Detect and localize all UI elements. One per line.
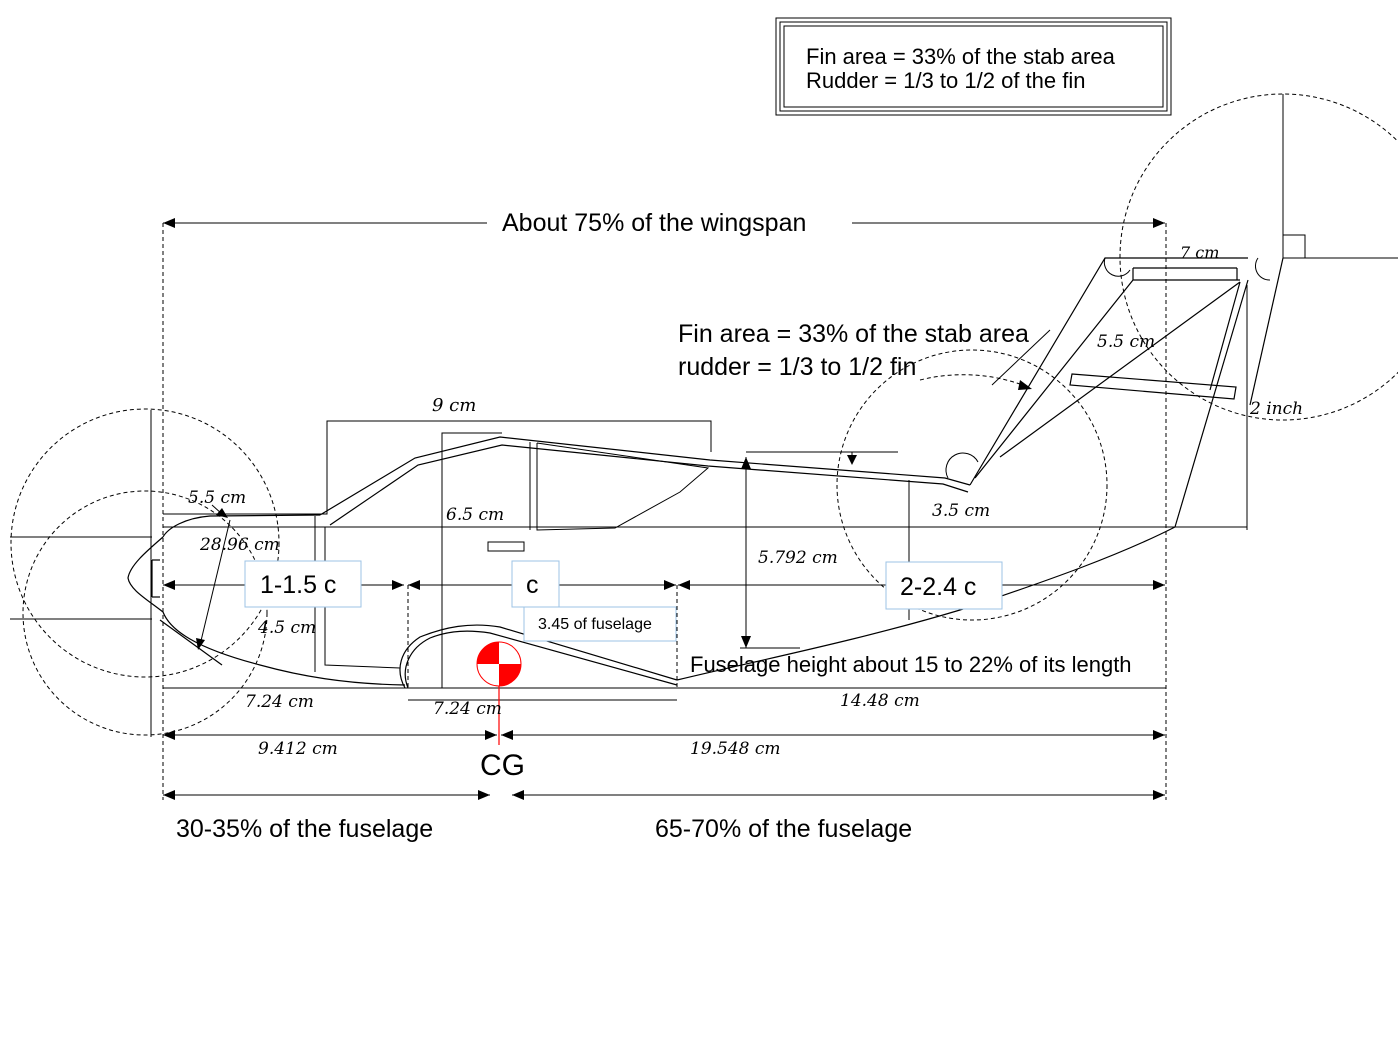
tail-section-label: 2-2.4 c bbox=[900, 573, 976, 601]
construction-circles bbox=[10, 93, 1398, 736]
fuselage-outline bbox=[127, 94, 1398, 689]
fuselage-height-note: Fuselage height about 15 to 22% of its l… bbox=[690, 652, 1132, 677]
tail-bottom-measure: 14.48 cm bbox=[840, 691, 920, 711]
note-box: Fin area = 33% of the stab area Rudder =… bbox=[775, 17, 1172, 116]
fin-note-line-1: Fin area = 33% of the stab area bbox=[678, 320, 1029, 348]
rear-percent-label: 65-70% of the fuselage bbox=[655, 815, 912, 843]
fin-note-line-2: rudder = 1/3 to 1/2 fin bbox=[678, 353, 916, 381]
nose-low-measure: 4.5 cm bbox=[257, 618, 316, 638]
fin-top-measure: 7 cm bbox=[1180, 243, 1219, 262]
nose-radius-measure: 28.96 cm bbox=[199, 535, 280, 555]
wing-height-measure: 6.5 cm bbox=[446, 505, 504, 525]
fin-side-measure: 5.5 cm bbox=[1097, 332, 1155, 352]
cg-label: CG bbox=[480, 749, 525, 782]
wing-bottom-measure: 7.24 cm bbox=[433, 699, 502, 719]
canopy-top-measure: 9 cm bbox=[432, 395, 476, 416]
nose-section-label: 1-1.5 c bbox=[260, 571, 336, 599]
wingspan-label: About 75% of the wingspan bbox=[502, 209, 806, 237]
wingspan-dimension: About 75% of the wingspan bbox=[163, 209, 1165, 237]
tail-width-measure: 3.5 cm bbox=[932, 501, 990, 521]
nose-top-measure: 5.5 cm bbox=[188, 488, 246, 508]
wing-chord-label: c bbox=[526, 571, 539, 599]
nose-bottom-measure: 7.24 cm bbox=[245, 692, 314, 712]
reference-lines bbox=[10, 285, 1248, 737]
note-line-2: Rudder = 1/3 to 1/2 of the fin bbox=[806, 68, 1085, 93]
fuselage-height-measure: 5.792 cm bbox=[758, 548, 838, 568]
front-percent-label: 30-35% of the fuselage bbox=[176, 815, 433, 843]
rudder-measure: 2 inch bbox=[1249, 399, 1303, 419]
fuselage-height-dimension bbox=[740, 457, 800, 649]
cg-dimensions: CG 30-35% of the fuselage 65-70% of the … bbox=[163, 730, 1165, 843]
note-line-1: Fin area = 33% of the stab area bbox=[806, 44, 1116, 69]
rear-cg-measure: 19.548 cm bbox=[690, 739, 781, 759]
section-dimensions: 1-1.5 c c 2-2.4 c 3.45 of fuselage bbox=[163, 560, 1165, 688]
cg-marker bbox=[476, 641, 522, 745]
wing-fraction-label: 3.45 of fuselage bbox=[538, 616, 652, 633]
front-cg-measure: 9.412 cm bbox=[258, 739, 338, 759]
measurement-labels: 9 cm 5.5 cm 28.96 cm 6.5 cm 4.5 cm 7.24 … bbox=[188, 243, 1303, 759]
